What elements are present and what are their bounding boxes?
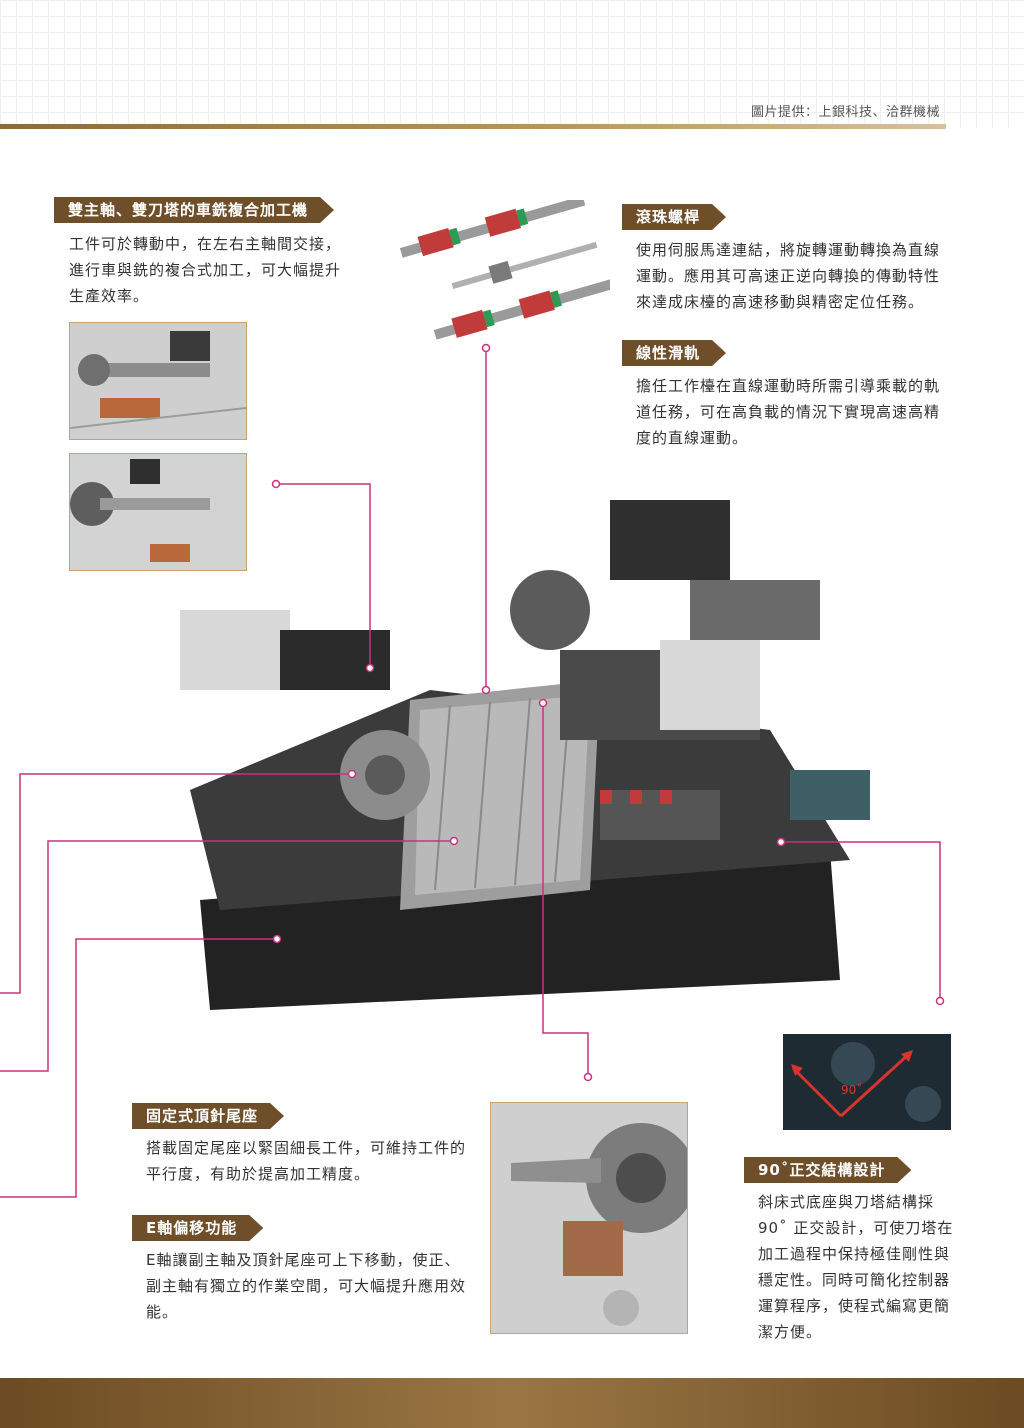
leader-dot [271,479,281,489]
orthogonal-description: 斜床式底座與刀塔結構採 90˚ 正交設計，可使刀塔在 加工過程中保持極佳剛性與 … [758,1189,953,1345]
leader-dot [481,343,491,353]
orthogonal-line: 斜床式底座與刀塔結構採 [758,1193,935,1211]
linear-guide-line: 道任務，可在高負載的情況下實現高速高精 [636,403,941,421]
ball-screw-line: 使用伺服馬達連結，將旋轉運動轉換為直線 [636,241,941,259]
ball-screw-line: 運動。應用其可高速正逆向轉換的傳動特性 [636,267,941,285]
ball-screw-description: 使用伺服馬達連結，將旋轉運動轉換為直線 運動。應用其可高速正逆向轉換的傳動特性 … [636,237,940,315]
orthogonal-title: 90˚正交結構設計 [744,1157,911,1183]
footer-gold-band [0,1378,1024,1428]
spindle-interior-photo-1 [69,322,247,440]
tailstock-photo [490,1102,688,1334]
e-axis-line: 副主軸有獨立的作業空間，可大幅提升應用效 [146,1277,467,1295]
twin-spindle-line: 進行車與銑的複合式加工，可大幅提升 [69,261,342,279]
leader-dot [935,996,945,1006]
turret-interior-illustration [70,454,246,570]
spindle-interior-photo-2 [69,453,247,571]
e-axis-title: E軸偏移功能 [132,1215,263,1241]
linear-guide-line: 擔任工作檯在直線運動時所需引導乘載的軌 [636,377,941,395]
e-axis-description: E軸讓副主軸及頂針尾座可上下移動，使正、 副主軸有獨立的作業空間，可大幅提升應用… [146,1247,466,1325]
leader-dot [583,1072,593,1082]
linear-guide-description: 擔任工作檯在直線運動時所需引導乘載的軌 道任務，可在高負載的情況下實現高速高精 … [636,373,940,451]
orthogonal-line: 穩定性。同時可簡化控制器 [758,1271,951,1289]
ball-screw-title: 滾珠螺桿 [622,204,726,230]
tailstock-description: 搭載固定尾座以緊固細長工件，可維持工件的 平行度，有助於提高加工精度。 [146,1135,466,1187]
tailstock-line: 搭載固定尾座以緊固細長工件，可維持工件的 [146,1139,467,1157]
linear-guide-ball-screw-illustration [400,200,610,340]
tailstock-line: 平行度，有助於提高加工精度。 [146,1165,371,1183]
e-axis-line: E軸讓副主軸及頂針尾座可上下移動，使正、 [146,1251,461,1269]
orthogonal-structure-diagram: 90˚ [783,1034,951,1130]
tailstock-illustration [491,1103,687,1333]
linear-guide-title: 線性滑軌 [622,340,726,366]
orthogonal-line: 加工過程中保持極佳剛性與 [758,1245,951,1263]
header-grid-background [0,0,1024,128]
orthogonal-angle-label: 90˚ [841,1082,862,1097]
header-gold-rule [0,124,946,129]
spindle-interior-illustration [70,323,246,439]
ball-screw-line: 來達成床檯的高速移動與精密定位任務。 [636,293,925,311]
twin-spindle-description: 工件可於轉動中，在左右主軸間交接， 進行車與銑的複合式加工，可大幅提升 生產效率… [69,231,341,309]
image-credit: 圖片提供：上銀科技、洽群機械 [750,105,940,120]
linear-guide-line: 度的直線運動。 [636,429,749,447]
turn-mill-machine-illustration [180,500,870,1010]
orthogonal-line: 90˚ 正交設計，可使刀塔在 [758,1219,954,1237]
orthogonal-line: 潔方便。 [758,1323,823,1341]
twin-spindle-line: 生產效率。 [69,287,150,305]
orthogonal-line: 運算程序，使程式編寫更簡 [758,1297,951,1315]
e-axis-line: 能。 [146,1303,179,1321]
twin-spindle-title: 雙主軸、雙刀塔的車銑複合加工機 [54,197,334,223]
tailstock-title: 固定式頂針尾座 [132,1103,284,1129]
twin-spindle-line: 工件可於轉動中，在左右主軸間交接， [69,235,342,253]
